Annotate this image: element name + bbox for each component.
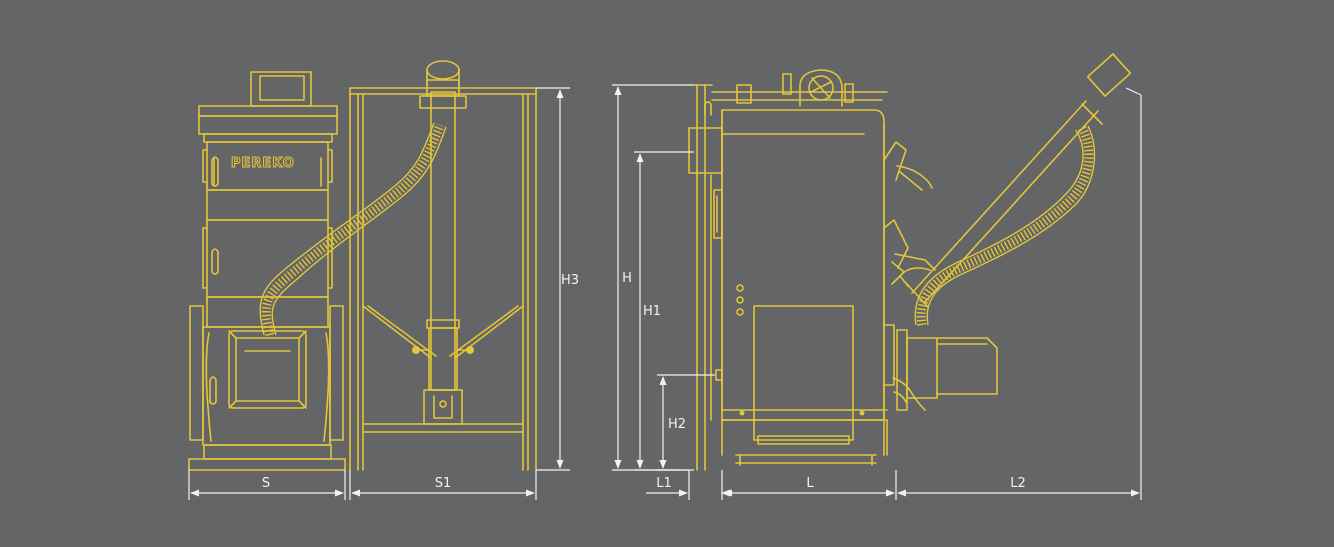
dimension-lines bbox=[188, 84, 1142, 500]
boiler-front-view: PEREKO bbox=[188, 71, 346, 471]
feed-hose-front bbox=[259, 122, 447, 337]
dimension-h1-label: H1 bbox=[643, 304, 661, 319]
dimension-s1-label: S1 bbox=[435, 476, 452, 491]
dimension-h3-label: H3 bbox=[561, 273, 579, 288]
burner-unit-side bbox=[896, 329, 998, 411]
dimension-l1-label: L1 bbox=[656, 476, 672, 491]
dimension-s-label: S bbox=[262, 476, 270, 491]
dimension-l2-label: L2 bbox=[1010, 476, 1026, 491]
boiler-side-view bbox=[688, 69, 936, 471]
brand-logo: PEREKO bbox=[231, 156, 295, 171]
dimension-l-label: L bbox=[806, 476, 814, 491]
hopper-front-view bbox=[349, 60, 537, 471]
dimension-h-label: H bbox=[622, 271, 632, 286]
feed-auger-side bbox=[899, 53, 1132, 326]
dimension-h2-label: H2 bbox=[668, 417, 686, 432]
dimension-labels: S S1 H3 H H1 H2 L1 L L2 bbox=[262, 271, 1026, 491]
